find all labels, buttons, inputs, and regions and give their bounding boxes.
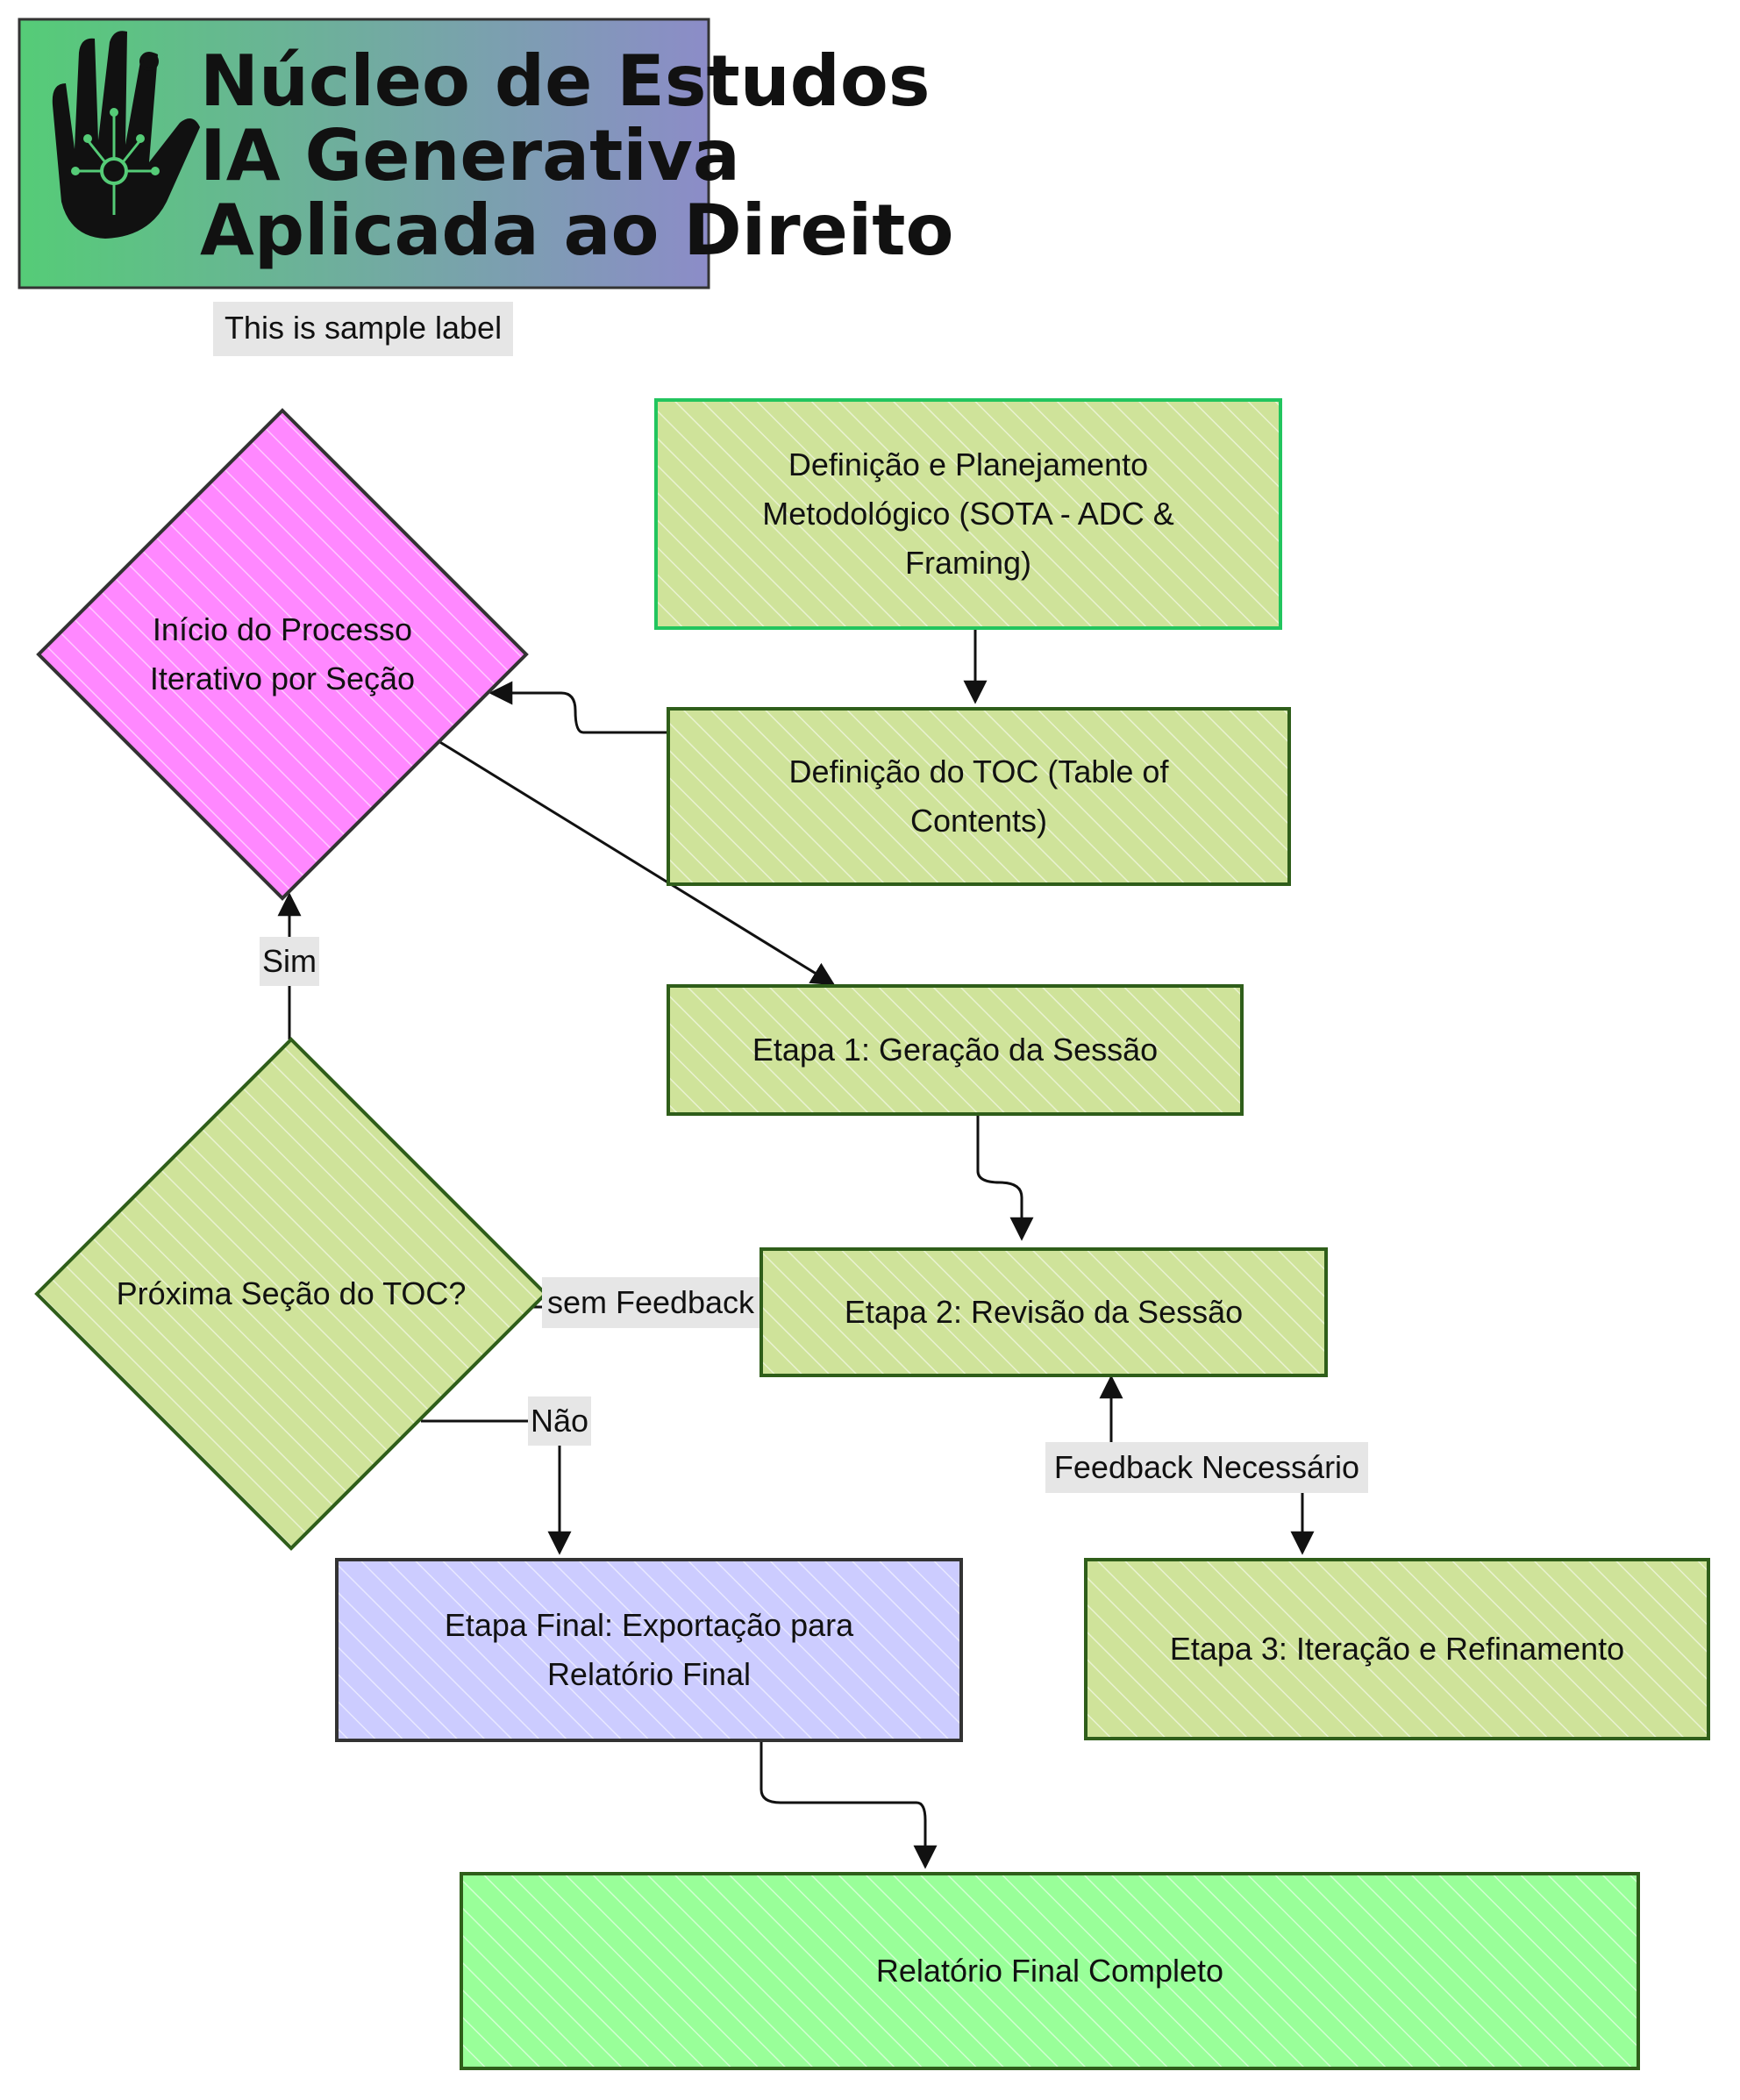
node-proxima-secao: Próxima Seção do TOC?	[34, 1037, 548, 1551]
node-definicao-toc-border	[667, 707, 1291, 886]
node-definicao-planejamento-hatch	[656, 400, 1280, 628]
node-etapa3-label-line: Etapa 3: Iteração e Refinamento	[1170, 1631, 1624, 1667]
sample-label: This is sample label	[213, 302, 513, 356]
node-inicio-processo-label-line: Iterativo por Seção	[150, 661, 415, 696]
node-relatorio-final: Relatório Final Completo	[460, 1872, 1640, 2070]
node-definicao-toc-label-line: Definição do TOC (Table of	[789, 754, 1170, 789]
node-etapa3-border	[1084, 1558, 1710, 1740]
logo-banner: Núcleo de Estudos IA Generativa Aplicada…	[18, 18, 954, 289]
edge-label-sim: Sim	[260, 937, 319, 986]
node-definicao-toc: Definição do TOC (Table of Contents)	[667, 707, 1291, 886]
logo-line-1: Núcleo de Estudos	[200, 40, 931, 122]
edge-label-sem-feedback-text: sem Feedback	[547, 1284, 755, 1320]
circuit-hand-icon	[52, 31, 200, 239]
edge-label-feedback-necessario: Feedback Necessário	[1045, 1442, 1368, 1493]
node-etapa1-hatch	[668, 986, 1242, 1114]
edge-label-nao: Não	[528, 1396, 591, 1446]
node-etapa-final-border	[335, 1558, 963, 1742]
node-definicao-toc-hatch	[668, 709, 1289, 884]
sample-label-text: This is sample label	[225, 310, 502, 346]
node-etapa3: Etapa 3: Iteração e Refinamento	[1084, 1558, 1710, 1740]
node-etapa2: Etapa 2: Revisão da Sessão	[759, 1247, 1328, 1377]
node-proxima-secao-border	[34, 1037, 548, 1551]
node-etapa2-border	[759, 1247, 1328, 1377]
node-inicio-processo-border	[36, 408, 529, 901]
node-etapa1: Etapa 1: Geração da Sessão	[667, 984, 1244, 1116]
node-relatorio-final-hatch	[461, 1874, 1638, 2068]
node-etapa2-label-line: Etapa 2: Revisão da Sessão	[845, 1294, 1243, 1330]
node-proxima-secao-label-line: Próxima Seção do TOC?	[117, 1275, 467, 1311]
edge-label-sim-text: Sim	[262, 943, 317, 979]
edge-label-feedback-necessario-text: Feedback Necessário	[1054, 1449, 1359, 1485]
logo-line-2: IA Generativa	[200, 115, 740, 196]
edge-label-nao-text: Não	[531, 1403, 588, 1439]
node-etapa-final-label-line: Etapa Final: Exportação para	[445, 1607, 854, 1643]
node-etapa1-label-line: Etapa 1: Geração da Sessão	[752, 1032, 1158, 1068]
node-etapa1-border	[667, 984, 1244, 1116]
node-etapa2-hatch	[761, 1249, 1326, 1375]
node-etapa3-hatch	[1086, 1560, 1708, 1739]
node-relatorio-final-label-line: Relatório Final Completo	[876, 1953, 1223, 1989]
node-definicao-planejamento-label-line: Metodológico (SOTA - ADC &	[762, 496, 1174, 532]
edge-label-sem-feedback: sem Feedback	[542, 1277, 759, 1328]
node-definicao-planejamento-label-line: Framing)	[905, 545, 1031, 581]
node-etapa-final-label-line: Relatório Final	[547, 1656, 751, 1692]
node-relatorio-final-border	[460, 1872, 1640, 2070]
node-definicao-planejamento-border	[654, 398, 1282, 630]
node-definicao-toc-label-line: Contents)	[910, 803, 1047, 839]
node-definicao-planejamento-label-line: Definição e Planejamento	[788, 446, 1148, 482]
node-etapa-final-hatch	[337, 1560, 961, 1740]
node-inicio-processo-hatch	[39, 411, 526, 898]
node-inicio-processo-label-line: Início do Processo	[153, 611, 412, 647]
logo-line-3: Aplicada ao Direito	[200, 189, 954, 271]
